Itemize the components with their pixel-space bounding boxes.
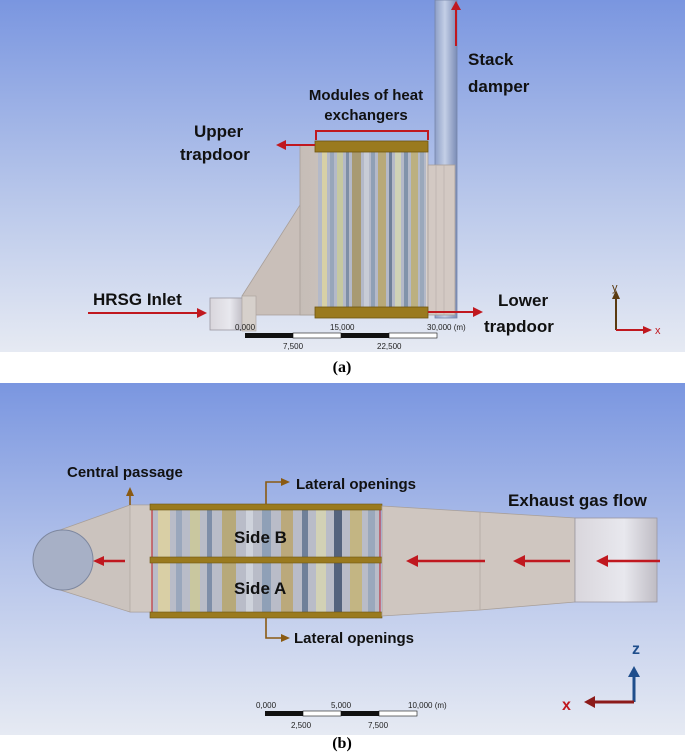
outlet-plenum bbox=[427, 164, 456, 316]
scale-b-2: 10,000 (m) bbox=[408, 701, 447, 710]
module-bar-top-b bbox=[149, 503, 383, 511]
lateral-openings-top-label: Lateral openings bbox=[296, 476, 416, 493]
lower-trapdoor-label-2: trapdoor bbox=[484, 317, 554, 336]
module-bar-middle-b bbox=[149, 556, 383, 564]
side-a-label: Side A bbox=[234, 579, 286, 598]
central-passage-label: Central passage bbox=[67, 464, 183, 481]
scale-b-1: 5,000 bbox=[331, 701, 352, 710]
stack-damper-label: Stack bbox=[468, 50, 514, 69]
modules-bracket bbox=[315, 130, 429, 140]
upper-module-bar bbox=[314, 140, 429, 153]
scale-a-1: 15,000 bbox=[330, 323, 355, 332]
lateral-openings-bottom-label: Lateral openings bbox=[294, 630, 414, 647]
hrsg-inlet-label: HRSG Inlet bbox=[93, 290, 182, 309]
scale-a-3: 7,500 bbox=[283, 342, 304, 351]
axis-y-label: y bbox=[612, 282, 618, 294]
axis-triad-a: y x bbox=[612, 282, 661, 337]
upper-trapdoor-label-2: trapdoor bbox=[180, 145, 250, 164]
inlet-flange bbox=[241, 295, 257, 332]
panel-a: Stack damper Modules of heat exchangers … bbox=[0, 0, 685, 352]
modules-label: Modules of heat bbox=[309, 87, 423, 104]
stack-circle bbox=[32, 529, 94, 591]
module-bar-bottom-b bbox=[149, 611, 383, 619]
axis-x-label-b: x bbox=[562, 697, 571, 714]
scale-b-3: 2,500 bbox=[291, 721, 312, 730]
scale-b-0: 0,000 bbox=[256, 701, 277, 710]
stack-damper-label-2: damper bbox=[468, 77, 530, 96]
scale-a-4: 22,500 bbox=[377, 342, 402, 351]
scale-bar-b: 0,000 5,000 10,000 (m) 2,500 7,500 bbox=[256, 701, 447, 730]
exhaust-gas-flow-label: Exhaust gas flow bbox=[508, 491, 648, 510]
heat-exchanger-modules bbox=[314, 140, 429, 319]
flow-arrows-b bbox=[93, 555, 660, 567]
panel-b: Central passage Lateral openings Lateral… bbox=[0, 383, 685, 735]
modules-label-2: exchangers bbox=[324, 107, 407, 124]
hrsg-inlet-duct bbox=[209, 297, 244, 331]
side-b-label: Side B bbox=[234, 528, 287, 547]
axis-z-label: z bbox=[632, 641, 640, 658]
caption-b: (b) bbox=[332, 735, 352, 752]
axis-x-label: x bbox=[655, 325, 661, 337]
scale-a-0: 0,000 bbox=[235, 323, 256, 332]
scale-b-4: 7,500 bbox=[368, 721, 389, 730]
scale-a-2: 30,000 (m) bbox=[427, 323, 466, 332]
upper-trapdoor-label: Upper bbox=[194, 122, 244, 141]
lower-trapdoor-label: Lower bbox=[498, 291, 548, 310]
caption-a: (a) bbox=[333, 359, 352, 376]
flow-arrows-a bbox=[88, 1, 483, 318]
axis-triad-b: z x bbox=[562, 641, 640, 714]
lower-module-bar bbox=[314, 306, 429, 319]
bracket-arrows-b bbox=[126, 478, 290, 642]
scale-bar-a: 0,000 15,000 30,000 (m) 7,500 22,500 bbox=[235, 323, 466, 351]
